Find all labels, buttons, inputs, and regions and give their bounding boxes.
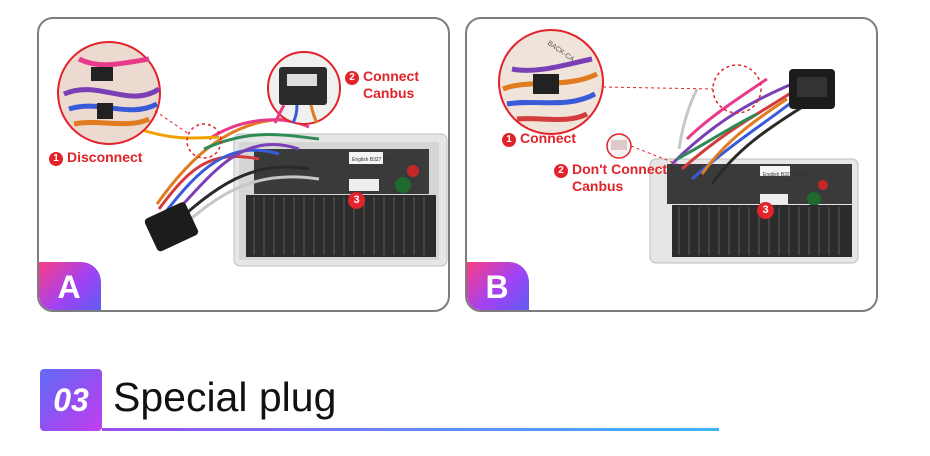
step-number-1: 1: [49, 152, 63, 166]
panel-b-badge: B: [467, 262, 529, 310]
step-text: Disconnect: [67, 149, 143, 165]
wiring-harness-photo-a: English B327 Model CN 4S ANBP: [57, 41, 448, 267]
step-number-3: 3: [348, 192, 365, 209]
wiring-harness-photo-b: BACK-CA English B327 Model CN 4S ANBP: [498, 29, 859, 264]
unit-label-a-line1: English B327 Model: [352, 157, 396, 163]
panel-a: English B327 Model CN 4S ANBP 1 Disconnec…: [37, 17, 450, 312]
step-connect-label: 1 Connect: [502, 130, 576, 147]
step-disconnect-label: 1 Disconnect: [49, 149, 142, 166]
step-text-line1: Connect: [363, 68, 419, 84]
step-number-2: 2: [554, 164, 568, 178]
step-connect-canbus-label: 2 Connect Canbus: [345, 68, 419, 102]
step-text-line2: Canbus: [572, 178, 624, 194]
section-underline: [102, 428, 719, 431]
step-number-1: 1: [502, 133, 516, 147]
step-text: Connect: [520, 130, 576, 146]
unit-label-a-line2: CN 4S ANBP: [359, 164, 383, 169]
unit-label-b-line1: English B327 Model: [763, 172, 807, 178]
unit-label-b-line2: CN 4S ANBP: [770, 178, 794, 183]
section-title: Special plug: [113, 374, 337, 420]
panel-a-badge: A: [39, 262, 101, 310]
step-number-2: 2: [345, 71, 359, 85]
step-text-line1: Don't Connect: [572, 161, 668, 177]
section-number: 03: [40, 369, 102, 431]
step-number-3: 3: [757, 202, 774, 219]
step-dont-connect-canbus-label: 2 Don't Connect Canbus: [554, 161, 667, 195]
step-text-line2: Canbus: [363, 85, 415, 101]
